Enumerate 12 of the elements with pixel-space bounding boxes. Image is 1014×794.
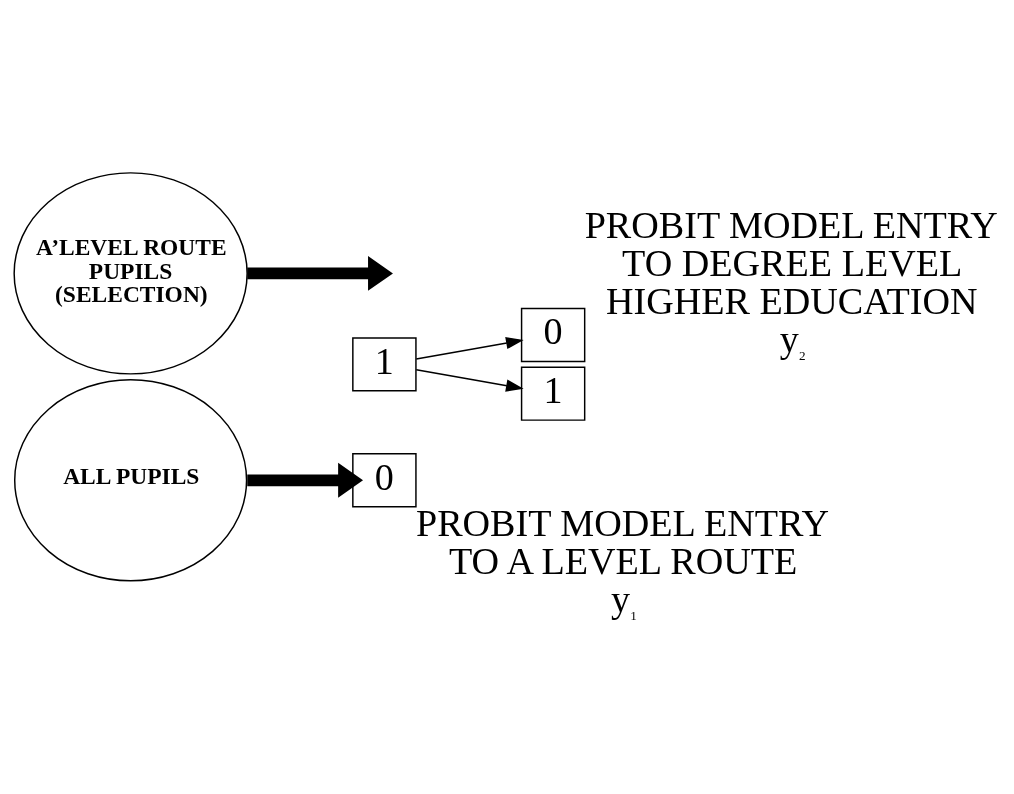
node-ellipse: ALL PUPILS	[14, 379, 248, 582]
node-label: PROBIT MODEL ENTRY TO A LEVEL ROUTE y$_{1}$	[415, 501, 829, 623]
node-box: 0	[352, 453, 417, 508]
node-box: 1	[520, 366, 586, 421]
arrow	[415, 369, 524, 392]
node-box: 0	[520, 307, 586, 363]
arrow	[247, 462, 364, 498]
node-label: PROBIT MODEL ENTRY TO DEGREE LEVEL HIGHER EDUCATION y$_{2}$	[584, 203, 998, 363]
node-ellipse: A’LEVEL ROUTE PUPILS (SELECTION)	[13, 172, 248, 375]
node-box: 1	[352, 337, 417, 392]
arrow	[247, 255, 393, 291]
arrow	[415, 336, 524, 360]
